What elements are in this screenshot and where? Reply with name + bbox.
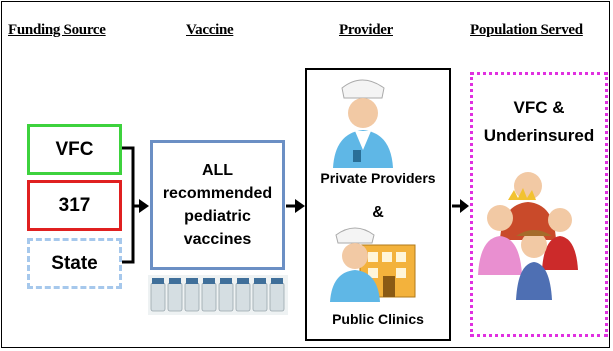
population-line-2: Underinsured <box>483 126 595 145</box>
header-funding-source: Funding Source <box>8 22 106 38</box>
funding-label-317: 317 <box>58 194 91 216</box>
header-population-served: Population Served <box>470 22 583 38</box>
population-box <box>470 72 608 337</box>
vaccine-line-1: ALL <box>201 162 234 179</box>
people-group-icon <box>478 172 578 300</box>
vaccine-line-2: recommended <box>162 185 273 202</box>
vaccine-box: ALL recommended pediatric vaccines <box>150 140 285 270</box>
arrow-provider-to-population <box>452 199 469 213</box>
vaccine-vials-icon <box>148 275 288 315</box>
provider-public-label: Public Clinics <box>332 311 424 327</box>
funding-box-vfc: VFC <box>27 124 122 175</box>
funding-label-state: State <box>51 252 98 274</box>
hospital-icon <box>330 227 416 302</box>
provider-ampersand: & <box>372 204 384 221</box>
funding-box-317: 317 <box>27 180 122 231</box>
funding-box-state: State <box>27 238 122 289</box>
arrow-funding-to-vaccine <box>133 199 149 213</box>
header-vaccine: Vaccine <box>186 22 234 38</box>
provider-private-label: Private Providers <box>320 170 436 186</box>
provider-box <box>305 68 451 341</box>
vaccine-line-4: vaccines <box>183 231 252 248</box>
arrow-vaccine-to-provider <box>286 199 305 213</box>
population-line-1: VFC & <box>513 98 565 117</box>
funding-label-vfc: VFC <box>55 138 94 160</box>
header-provider: Provider <box>339 22 393 38</box>
doctor-icon <box>333 79 393 168</box>
funding-bracket <box>122 146 135 264</box>
vaccine-line-3: pediatric <box>184 208 251 225</box>
